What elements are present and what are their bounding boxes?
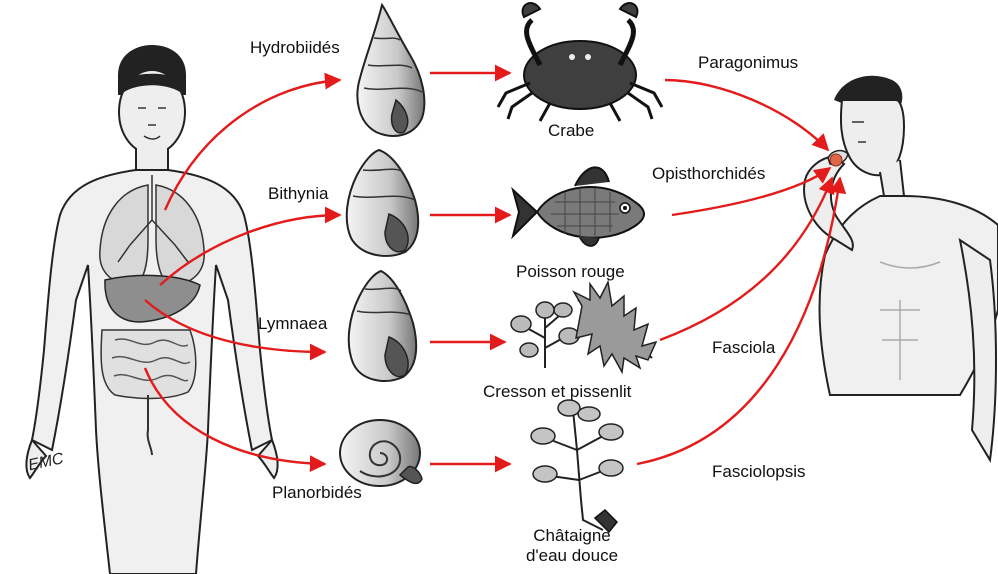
food-label-poisson: Poisson rouge bbox=[516, 262, 625, 282]
food-label-chataigne-line1: Châtaigne bbox=[512, 526, 632, 546]
human-anatomy-figure bbox=[26, 45, 277, 574]
host-label-lymnaea: Lymnaea bbox=[258, 314, 327, 334]
parasite-label-paragonimus: Paragonimus bbox=[698, 53, 798, 73]
food-label-chataigne: Châtaigne d'eau douce bbox=[512, 526, 632, 566]
host-label-hydrobiides: Hydrobiidés bbox=[250, 38, 340, 58]
crab-icon bbox=[498, 3, 662, 121]
snail-icon bbox=[357, 5, 424, 136]
food-label-cresson: Cresson et pissenlit bbox=[483, 382, 631, 402]
dandelion-icon bbox=[574, 282, 656, 372]
parasite-label-fasciola: Fasciola bbox=[712, 338, 775, 358]
parasite-label-fasciolopsis: Fasciolopsis bbox=[712, 462, 806, 482]
parasite-label-opisthorchides: Opisthorchidés bbox=[652, 164, 765, 184]
watercress-icon bbox=[511, 302, 579, 368]
food-label-crabe: Crabe bbox=[548, 121, 594, 141]
arrow-crabe-to-man bbox=[665, 80, 828, 150]
arrow-chataigne-to-man bbox=[637, 178, 840, 464]
snail-icon bbox=[347, 150, 418, 256]
snail-icon bbox=[349, 271, 416, 381]
eating-man-figure bbox=[804, 76, 998, 460]
host-label-bithynia: Bithynia bbox=[268, 184, 328, 204]
food-label-chataigne-line2: d'eau douce bbox=[512, 546, 632, 566]
water-chestnut-plant-icon bbox=[531, 400, 623, 532]
fish-icon bbox=[513, 167, 644, 246]
planorbid-shell-icon bbox=[340, 420, 422, 486]
host-label-planorbides: Planorbidés bbox=[272, 483, 362, 503]
